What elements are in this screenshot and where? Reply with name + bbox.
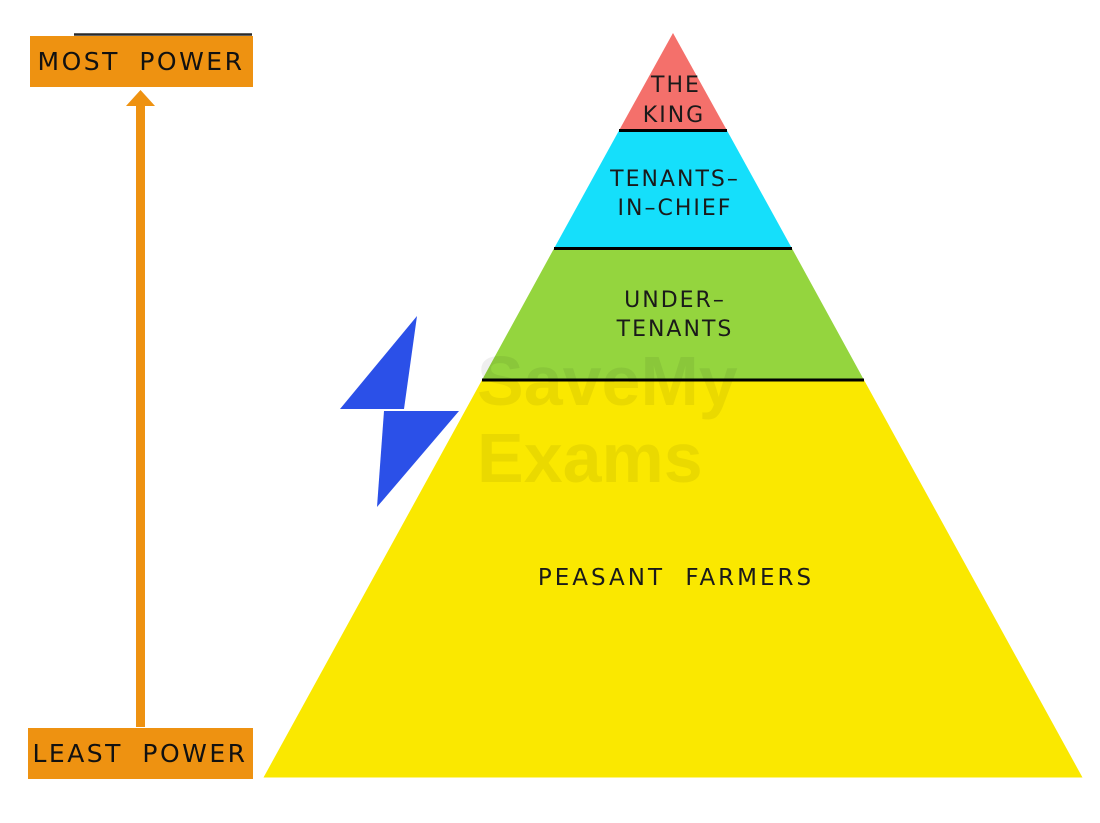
most-power-label: MOST POWER [38, 47, 245, 76]
pyramid-labels: THE KING TENANTS– IN–CHIEF UNDER– TENANT… [538, 73, 814, 591]
watermark-line1: SaveMy [477, 342, 738, 420]
tier-label-the-king-line2: KING [643, 103, 705, 128]
tier-label-under-tenants-line1: UNDER– [624, 288, 726, 313]
lightning-bolt-icon [340, 316, 459, 507]
tier-shape-the-king [619, 33, 727, 131]
feudal-pyramid [263, 33, 1083, 778]
least-power-box [28, 728, 253, 779]
lightning-bolt-bottom-half [377, 411, 459, 507]
tier-label-tenants-in-chief-line1: TENANTS– [609, 167, 740, 192]
power-arrow-shaft [136, 103, 145, 727]
tier-label-the-king-line1: THE [650, 73, 701, 98]
watermark-line2: Exams [477, 419, 703, 497]
tier-shape-under-tenants [482, 248, 864, 380]
tier-shape-peasant-farmers [263, 380, 1083, 778]
tier-label-tenants-in-chief-line2: IN–CHIEF [618, 196, 733, 221]
most-power-box [30, 36, 253, 87]
power-arrow-head-icon [126, 90, 155, 106]
tier-shape-tenants-in-chief [554, 130, 792, 249]
tier-label-peasant-farmers: PEASANT FARMERS [538, 565, 814, 591]
power-scale: MOST POWER LEAST POWER [28, 33, 253, 779]
watermark: SaveMy Exams [477, 342, 738, 497]
lightning-bolt-top-half [340, 316, 417, 409]
least-power-label: LEAST POWER [32, 739, 247, 768]
tier-label-under-tenants-line2: TENANTS [616, 317, 734, 342]
